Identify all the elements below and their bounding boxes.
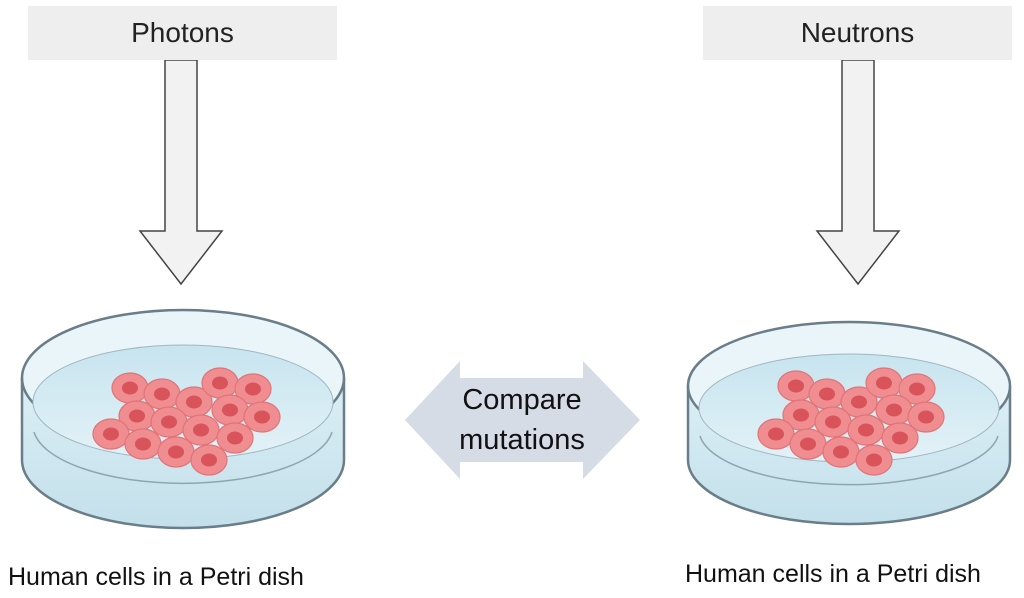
cell bbox=[782, 399, 820, 431]
cell bbox=[898, 373, 936, 405]
photons-label: Photons bbox=[131, 17, 234, 48]
neutrons-label: Neutrons bbox=[800, 17, 915, 48]
left-dish-caption: Human cells in a Petri dish bbox=[8, 563, 304, 591]
neutrons-down-arrow bbox=[815, 59, 901, 286]
cell bbox=[92, 418, 130, 450]
cell bbox=[814, 406, 852, 438]
cell bbox=[111, 372, 149, 404]
cell bbox=[881, 422, 919, 454]
cell bbox=[150, 406, 188, 438]
cell bbox=[190, 444, 228, 476]
cell bbox=[840, 386, 878, 418]
cell bbox=[211, 394, 249, 426]
cell bbox=[822, 436, 860, 468]
compare-mutations-text: Compare mutations bbox=[432, 380, 612, 460]
cell-cluster-right bbox=[757, 367, 945, 476]
cell bbox=[175, 386, 213, 418]
neutrons-label-box: Neutrons bbox=[703, 6, 1012, 60]
cell bbox=[201, 367, 239, 399]
photons-down-arrow bbox=[138, 59, 224, 286]
cell bbox=[118, 400, 156, 432]
cell bbox=[216, 422, 254, 454]
cell bbox=[243, 401, 281, 433]
compare-line-1: Compare bbox=[462, 384, 582, 416]
compare-line-2: mutations bbox=[459, 424, 585, 456]
cell bbox=[143, 378, 181, 410]
cell-cluster-left bbox=[92, 367, 281, 476]
cell bbox=[182, 414, 220, 446]
petri-dish-left bbox=[20, 308, 346, 530]
right-dish-caption: Human cells in a Petri dish bbox=[685, 560, 981, 588]
compare-double-arrow bbox=[405, 361, 640, 479]
photons-label-box: Photons bbox=[28, 6, 337, 60]
cell bbox=[907, 401, 945, 433]
cell bbox=[789, 428, 827, 460]
petri-dish-right bbox=[686, 320, 1012, 526]
cell bbox=[234, 373, 272, 405]
cell bbox=[777, 370, 815, 402]
cell bbox=[124, 428, 162, 460]
cell bbox=[875, 394, 913, 426]
cell bbox=[757, 418, 795, 450]
cell bbox=[865, 367, 903, 399]
cell bbox=[157, 436, 195, 468]
cell bbox=[855, 444, 893, 476]
